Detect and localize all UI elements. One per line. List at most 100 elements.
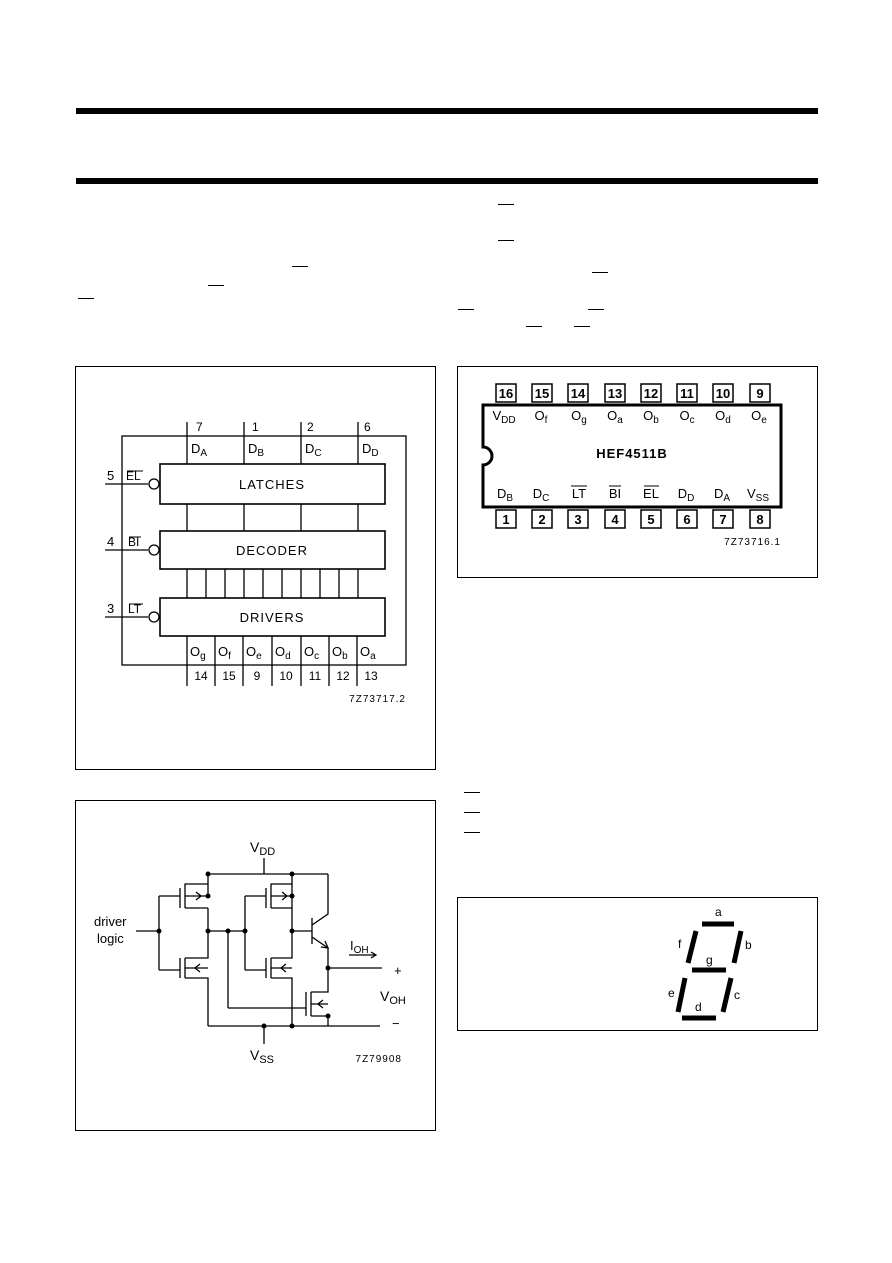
pin-number: 10 <box>716 386 730 401</box>
input-pin-number: 7 <box>196 420 203 434</box>
pin-label: Oa <box>607 408 623 426</box>
figure-code: 7Z73717.2 <box>349 694 406 705</box>
pin-number: 14 <box>571 386 586 401</box>
pin-label: DD <box>678 486 695 504</box>
pin-label: VSS <box>747 486 769 504</box>
output-label-oc: Oc <box>304 644 319 662</box>
segment-c <box>720 977 734 1013</box>
segment-label-b: b <box>745 938 752 952</box>
segment-panel <box>457 897 818 1031</box>
bi-input-label: BI <box>128 535 139 549</box>
pin-label: Of <box>535 408 548 426</box>
overline-mark <box>526 326 542 327</box>
segment-b <box>731 930 744 964</box>
pin-label: BI <box>609 486 621 501</box>
output-pin-number: 9 <box>254 669 261 683</box>
lt-input-label: LT <box>128 602 142 616</box>
block-diagram-panel <box>75 366 436 770</box>
output-label-of: Of <box>218 644 231 662</box>
chip-name: HEF4511B <box>596 446 668 461</box>
el-input-label: EL <box>126 469 141 483</box>
output-label-oa: Oa <box>360 644 376 662</box>
pin-number: 12 <box>644 386 658 401</box>
latches-label: LATCHES <box>239 477 305 492</box>
figure-code: 7Z79908 <box>356 1054 402 1065</box>
pin-label: Og <box>571 408 587 426</box>
segment-label-c: c <box>734 988 740 1002</box>
input-label-dd: DD <box>362 441 379 459</box>
overline-mark <box>292 266 308 267</box>
overline-mark <box>574 326 590 327</box>
output-pin-number: 13 <box>364 669 378 683</box>
header-rule-top <box>76 108 818 114</box>
output-pin-number: 11 <box>309 669 322 683</box>
driver-logic-label: driver <box>94 914 127 929</box>
pin-label: DB <box>497 486 513 504</box>
pin-number: 15 <box>535 386 549 401</box>
pin-number: 11 <box>680 386 694 401</box>
pin-label: Oc <box>679 408 694 426</box>
latches-block <box>159 463 386 505</box>
bi-pin-number: 4 <box>107 534 114 549</box>
overline-mark <box>498 240 514 241</box>
overline-mark <box>464 832 480 833</box>
el-pin-number: 5 <box>107 468 114 483</box>
output-label-ob: Ob <box>332 644 348 662</box>
segment-f <box>685 930 699 964</box>
output-pin-number: 14 <box>194 669 208 683</box>
overline-mark <box>208 285 224 286</box>
input-pin-number: 2 <box>307 420 314 434</box>
pin-label: Ob <box>643 408 659 426</box>
driver-logic-label: logic <box>97 931 124 946</box>
pin-number: 9 <box>756 386 763 401</box>
overline-mark <box>592 272 608 273</box>
minus-sign: − <box>392 1016 400 1031</box>
pin-label: Od <box>715 408 731 426</box>
overline-mark <box>464 792 480 793</box>
output-pin-number: 12 <box>336 669 350 683</box>
segment-label-e: e <box>668 986 675 1000</box>
input-label-db: DB <box>248 441 264 459</box>
pin-number: 1 <box>502 512 509 527</box>
input-label-dc: DC <box>305 441 322 459</box>
plus-sign: + <box>394 963 402 978</box>
output-pin-number: 15 <box>222 669 236 683</box>
pin-label: Oe <box>751 408 767 426</box>
pin-number: 8 <box>756 512 763 527</box>
pinning-panel <box>457 366 818 578</box>
header-rule-bottom <box>76 178 818 184</box>
pin-number: 3 <box>574 512 581 527</box>
output-stage-panel <box>75 800 436 1131</box>
overline-mark <box>464 812 480 813</box>
input-label-da: DA <box>191 441 207 459</box>
pin-number: 5 <box>647 512 654 527</box>
input-pin-number: 1 <box>252 420 259 434</box>
pin-label: EL <box>643 486 659 501</box>
overline-mark <box>588 309 604 310</box>
segment-e <box>675 977 688 1013</box>
ioh-label: IOH <box>350 938 369 956</box>
input-pin-number: 6 <box>364 420 371 434</box>
pin-number: 7 <box>719 512 726 527</box>
figure-code: 7Z73716.1 <box>724 537 781 548</box>
vss-label: VSS <box>250 1047 274 1066</box>
segment-label-g: g <box>706 953 713 967</box>
vdd-label: VDD <box>250 839 275 858</box>
segment-label-d: d <box>695 1000 702 1014</box>
pin-number: 2 <box>538 512 545 527</box>
pin-number: 4 <box>611 512 619 527</box>
pin-label: VDD <box>492 408 515 426</box>
pin-label: DA <box>714 486 730 504</box>
lt-pin-number: 3 <box>107 601 114 616</box>
segment-label-f: f <box>678 937 682 951</box>
drivers-label: DRIVERS <box>240 610 305 625</box>
pin-number: 16 <box>499 386 513 401</box>
segment-label-a: a <box>715 905 722 919</box>
output-label-oe: Oe <box>246 644 262 662</box>
pin-label: LT <box>572 486 586 501</box>
output-label-og: Og <box>190 644 206 662</box>
overline-mark <box>498 204 514 205</box>
